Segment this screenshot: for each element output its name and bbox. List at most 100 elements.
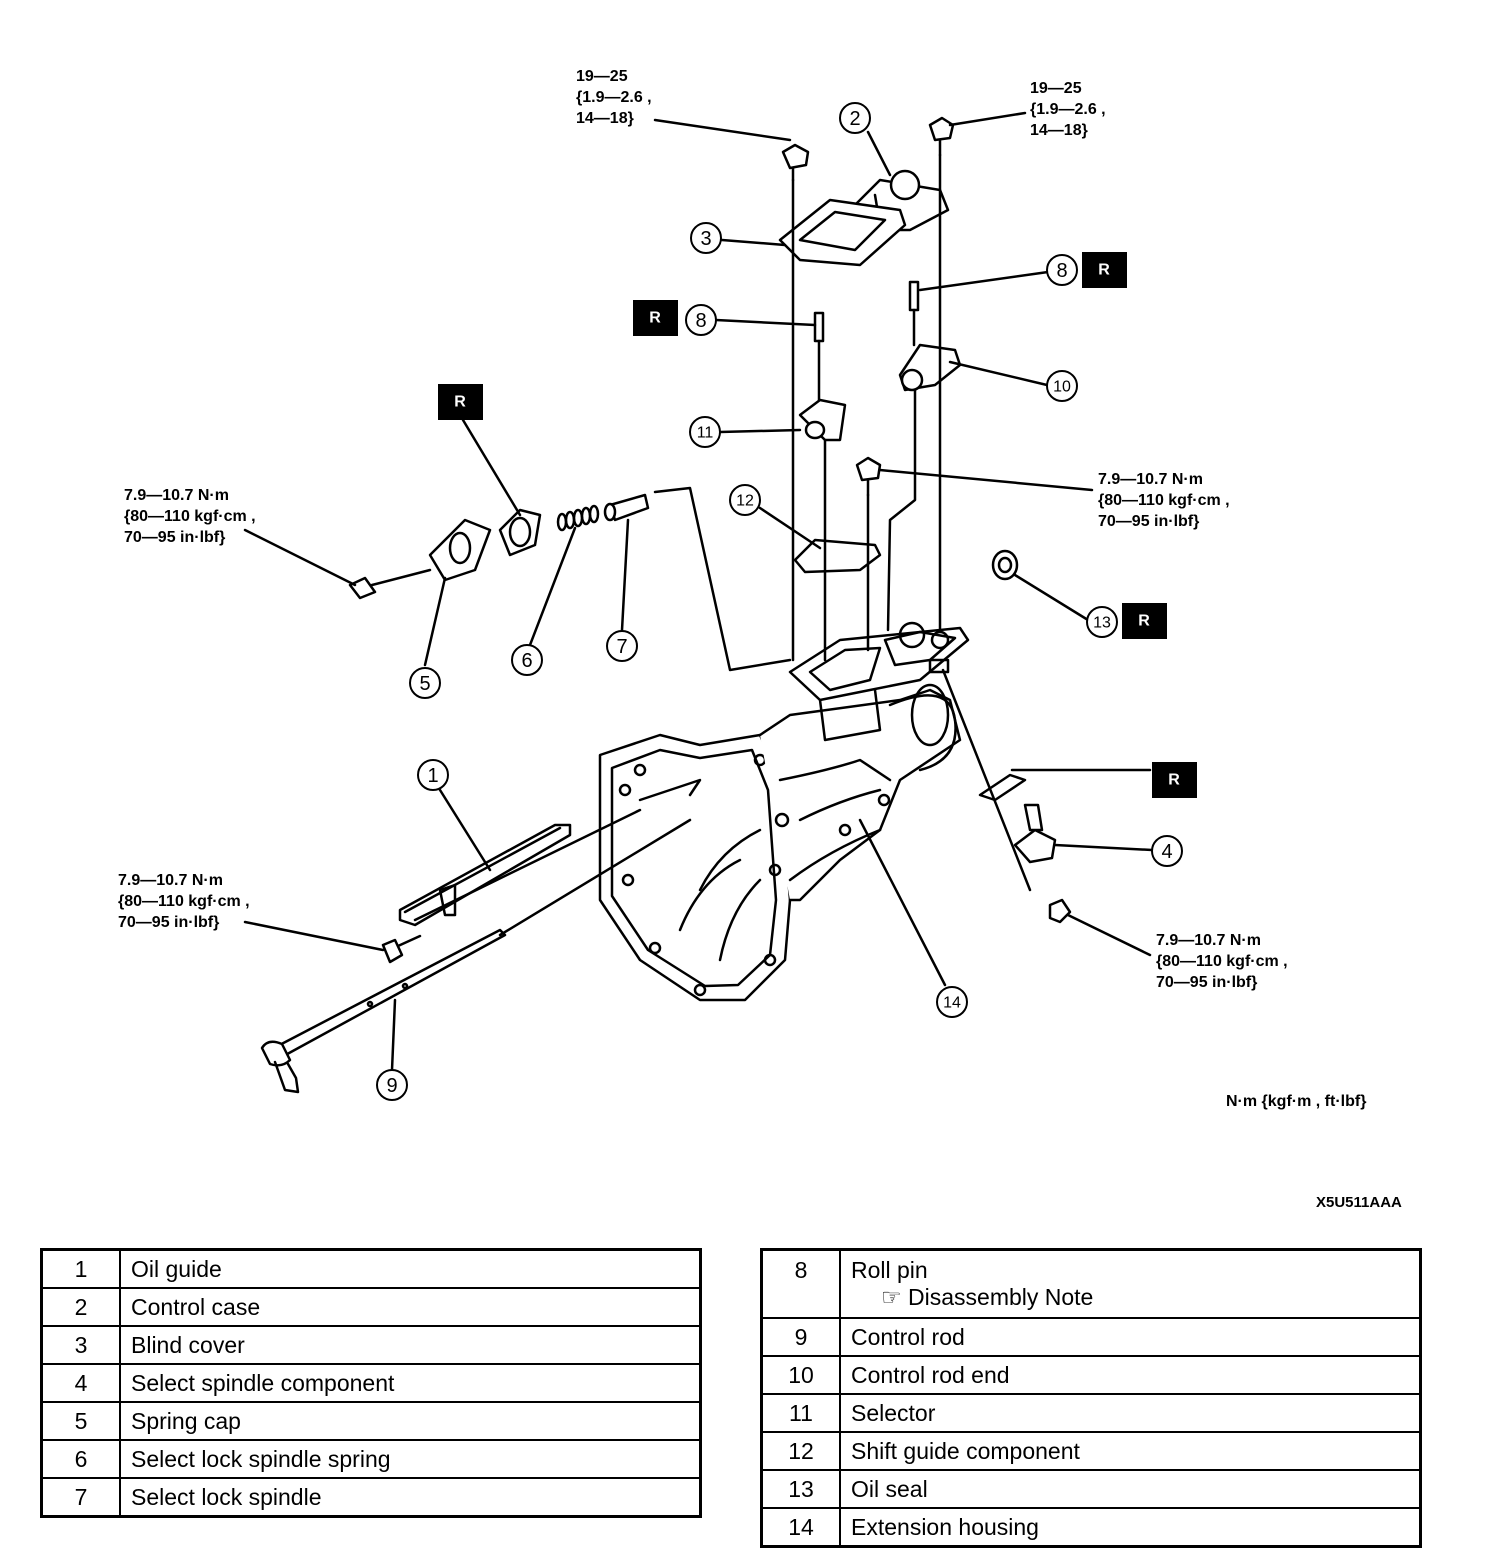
callout-2: 2	[849, 108, 860, 130]
torque-label-oil-guide: 7.9—10.7 N·m {80—110 kgf·cm , 70—95 in·l…	[118, 872, 250, 931]
top-bolt-left	[781, 143, 810, 182]
part-number: 7	[40, 1477, 121, 1518]
exploded-view-diagram: 1 2 3 4 5 6 7 8 8 9 10 11 12 13 14 R R R…	[243, 102, 1197, 1101]
replace-box-gasket-2	[1152, 762, 1197, 798]
part-name: Selector	[851, 1399, 936, 1426]
callout-13-circle	[1086, 606, 1118, 638]
callout-8b: 8	[695, 310, 706, 332]
pointing-hand-icon: ☞	[881, 1284, 902, 1310]
callout-10: 10	[1053, 379, 1071, 396]
part-number: 8	[760, 1248, 841, 1319]
figure-code: X5U511AAA	[1316, 1194, 1402, 1211]
callout-9: 9	[386, 1075, 397, 1097]
callout-14-circle	[936, 986, 968, 1018]
callout-7-circle	[606, 630, 638, 662]
part-number: 2	[40, 1287, 121, 1327]
table-row: 1 Oil guide	[40, 1248, 702, 1289]
table-row: 2 Control case	[40, 1287, 702, 1327]
part-name-cell: Extension housing	[839, 1507, 1422, 1548]
callout-1-circle	[417, 759, 449, 791]
callout-9-circle	[376, 1069, 408, 1101]
part-number: 14	[760, 1507, 841, 1548]
part-name-cell: Control rod	[839, 1317, 1422, 1357]
callout-12-circle	[729, 484, 761, 516]
part-name-cell: Blind cover	[119, 1325, 702, 1365]
part-name: Blind cover	[131, 1331, 245, 1358]
part-number: 10	[760, 1355, 841, 1395]
table-row: 12 Shift guide component	[760, 1431, 1422, 1471]
callout-1: 1	[427, 765, 438, 787]
gasket-drawing	[498, 508, 542, 557]
replace-mark-gasket-2: R	[1168, 772, 1180, 789]
callout-14: 14	[943, 995, 961, 1012]
callout-5-circle	[409, 667, 441, 699]
part-name: Select spindle component	[131, 1369, 395, 1396]
table-row: 5 Spring cap	[40, 1401, 702, 1441]
part-name: Roll pin	[851, 1257, 928, 1283]
part-number: 4	[40, 1363, 121, 1403]
replace-mark-gasket: R	[454, 394, 466, 411]
part-number: 12	[760, 1431, 841, 1471]
spring-drawing	[556, 504, 600, 532]
table-row: 13 Oil seal	[760, 1469, 1422, 1509]
disassembly-note-link[interactable]: ☞ Disassembly Note	[851, 1284, 1419, 1311]
part-name-cell: Shift guide component	[839, 1431, 1422, 1471]
part-name: Control case	[131, 1293, 261, 1320]
replace-mark-8a: R	[1098, 262, 1110, 279]
replace-box-gasket	[438, 384, 483, 420]
part-name-cell: Spring cap	[119, 1401, 702, 1441]
callout-2-circle	[839, 102, 871, 134]
blind-cover-drawing	[778, 198, 907, 267]
roll-pin-right	[908, 280, 920, 312]
callout-12: 12	[736, 493, 754, 510]
part-number: 1	[40, 1248, 121, 1289]
callout-10-circle	[1046, 370, 1078, 402]
torque-label-right-top: 19—25 {1.9—2.6 , 14—18}	[1030, 80, 1106, 139]
part-name-cell: Control case	[119, 1287, 702, 1327]
part-name-cell: Control rod end	[839, 1355, 1422, 1395]
part-name: Select lock spindle	[131, 1483, 322, 1510]
part-number: 5	[40, 1401, 121, 1441]
part-name-cell: Select lock spindle	[119, 1477, 702, 1518]
callout-6-circle	[511, 644, 543, 676]
part-name: Oil guide	[131, 1255, 222, 1282]
control-rod-drawing	[260, 928, 507, 1094]
shift-guide-drawing	[793, 538, 882, 574]
part-name-cell: Roll pin☞ Disassembly Note	[839, 1248, 1422, 1319]
replace-mark-8b: R	[649, 310, 661, 327]
torque-label-left-top: 19—25 {1.9—2.6 , 14—18}	[576, 68, 652, 127]
part-name: Spring cap	[131, 1407, 241, 1434]
extension-housing-drawing	[598, 621, 970, 1002]
spindle-drawing	[603, 493, 650, 522]
replace-box-8a	[1082, 252, 1127, 288]
disassembly-note-label: Disassembly Note	[908, 1284, 1094, 1310]
callout-11: 11	[697, 425, 714, 442]
bolt-drawing	[381, 934, 422, 964]
replace-mark-13: R	[1138, 613, 1150, 630]
callout-3-circle	[690, 222, 722, 254]
table-row: 3 Blind cover	[40, 1325, 702, 1365]
callout-11-circle	[689, 416, 721, 448]
callout-4: 4	[1161, 841, 1172, 863]
part-number: 6	[40, 1439, 121, 1479]
part-name: Oil seal	[851, 1475, 928, 1502]
part-number: 13	[760, 1469, 841, 1509]
part-name-cell: Oil seal	[839, 1469, 1422, 1509]
torque-label-shift-guide: 7.9—10.7 N·m {80—110 kgf·cm , 70—95 in·l…	[1098, 471, 1230, 530]
callout-7: 7	[616, 636, 627, 658]
select-spindle-drawing	[1013, 803, 1072, 924]
part-name: Shift guide component	[851, 1437, 1080, 1464]
part-name-cell: Oil guide	[119, 1248, 702, 1289]
part-name: Control rod	[851, 1323, 965, 1350]
callout-8a-circle	[1046, 254, 1078, 286]
replace-box-8b	[633, 300, 678, 336]
part-name-cell: Select spindle component	[119, 1363, 702, 1403]
torque-label-spring-cap: 7.9—10.7 N·m {80—110 kgf·cm , 70—95 in·l…	[124, 487, 256, 546]
part-number: 3	[40, 1325, 121, 1365]
callout-8b-circle	[685, 304, 717, 336]
part-name-cell: Selector	[839, 1393, 1422, 1433]
